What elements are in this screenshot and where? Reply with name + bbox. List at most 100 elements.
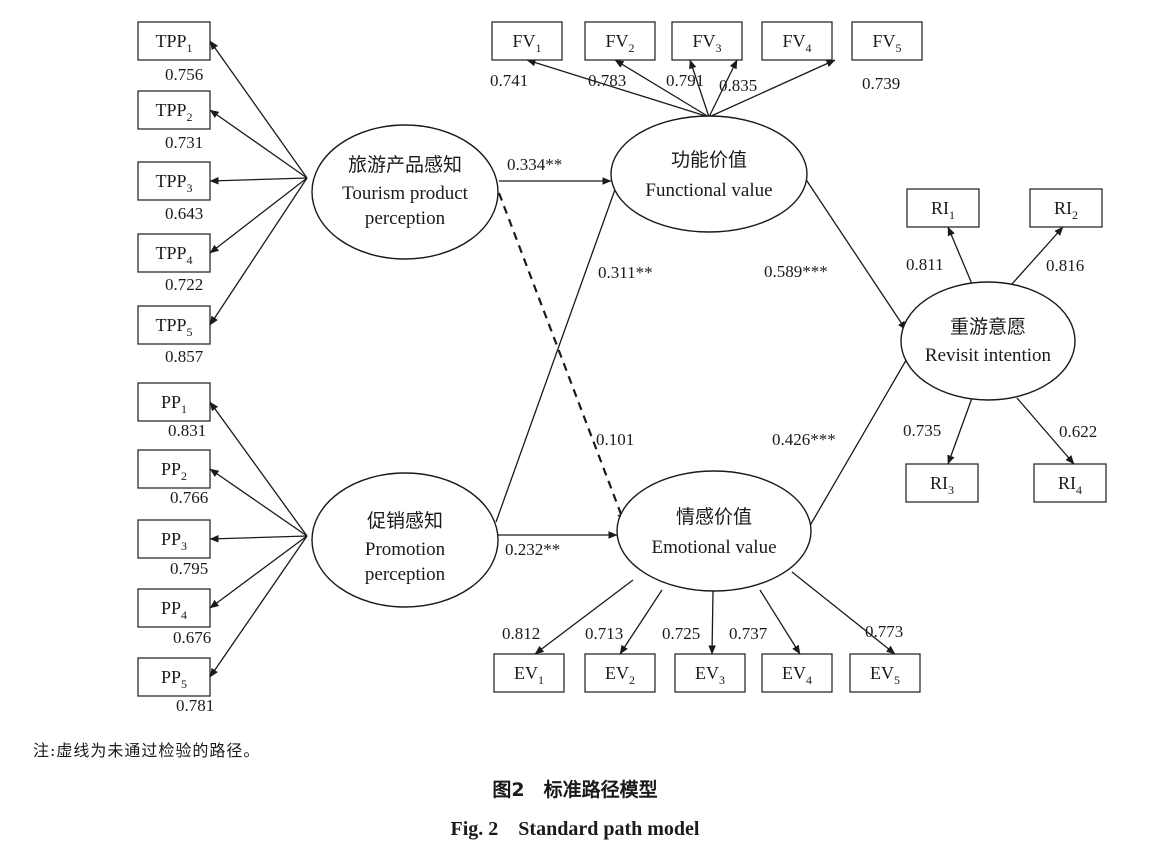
loading-value-tpp-2: 0.731 bbox=[165, 133, 203, 152]
caption-en: Fig. 2 Standard path model bbox=[450, 818, 700, 840]
loading-value-fv-3: 0.791 bbox=[666, 71, 704, 90]
indicator-subscript: 1 bbox=[187, 41, 193, 55]
loading-value-ev-1: 0.812 bbox=[502, 624, 540, 643]
latent-en-label: Emotional value bbox=[651, 537, 776, 558]
indicator-rect bbox=[137, 21, 211, 61]
latent-ellipse-fv bbox=[610, 115, 808, 233]
latent-en-label-line2: perception bbox=[365, 208, 446, 229]
indicator-rect bbox=[851, 21, 923, 61]
indicator-label: EV1 bbox=[514, 663, 544, 687]
loading-value-pp-1: 0.831 bbox=[168, 421, 206, 440]
latent-emotional-value: 情感价值 Emotional value bbox=[616, 470, 812, 592]
path-arrow-pp-fv bbox=[495, 169, 623, 523]
indicator-subscript: 3 bbox=[187, 181, 193, 195]
indicator-label: FV5 bbox=[872, 31, 901, 55]
indicator-base: PP bbox=[161, 459, 181, 479]
loading-arrow-tpp-3 bbox=[209, 176, 308, 185]
indicator-label: EV2 bbox=[605, 663, 635, 687]
indicator-base: FV bbox=[512, 31, 535, 51]
latent-en-label: Tourism product bbox=[342, 183, 469, 204]
loading-arrow-pp-5 bbox=[209, 535, 308, 678]
loading-arrow-pp-3 bbox=[209, 534, 308, 543]
indicator-rect bbox=[1033, 463, 1107, 503]
indicator-box-tpp-3: TPP3 bbox=[137, 161, 211, 201]
indicator-rect bbox=[493, 653, 565, 693]
indicator-box-fv-5: FV5 bbox=[851, 21, 923, 61]
indicator-subscript: 3 bbox=[716, 41, 722, 55]
indicator-box-pp-1: PP1 bbox=[137, 382, 211, 422]
indicator-label: TPP4 bbox=[155, 243, 192, 267]
indicator-rect bbox=[761, 653, 833, 693]
indicator-base: PP bbox=[161, 598, 181, 618]
loading-arrow-tpp-2 bbox=[209, 109, 308, 179]
indicator-base: TPP bbox=[155, 315, 186, 335]
indicator-label: FV2 bbox=[605, 31, 634, 55]
path-arrow-fv-ri bbox=[800, 171, 907, 331]
indicator-label: EV4 bbox=[782, 663, 812, 687]
latent-variables-layer: 旅游产品感知 Tourism product perception 促销感知 P… bbox=[311, 115, 1076, 608]
indicator-rect bbox=[137, 305, 211, 345]
indicator-base: TPP bbox=[155, 171, 186, 191]
indicator-rect bbox=[584, 21, 656, 61]
indicator-box-tpp-4: TPP4 bbox=[137, 233, 211, 273]
indicator-base: EV bbox=[695, 663, 719, 683]
latent-en-label: Promotion bbox=[365, 539, 446, 560]
loading-value-pp-3: 0.795 bbox=[170, 559, 208, 578]
indicator-subscript: 1 bbox=[536, 41, 542, 55]
indicator-label: PP2 bbox=[161, 459, 187, 483]
indicator-base: PP bbox=[161, 392, 181, 412]
loading-value-ri-1: 0.811 bbox=[906, 255, 944, 274]
indicator-rect bbox=[1029, 188, 1103, 228]
indicator-rect bbox=[137, 519, 211, 559]
loading-arrow-ev-1 bbox=[534, 579, 634, 655]
loading-arrow-fv-4 bbox=[708, 59, 738, 118]
loading-value-ev-5: 0.773 bbox=[865, 622, 903, 641]
loading-value-fv-4: 0.835 bbox=[719, 76, 757, 95]
indicator-rect bbox=[137, 657, 211, 697]
latent-cn-label: 功能价值 bbox=[671, 149, 747, 171]
indicator-rect bbox=[584, 653, 656, 693]
loading-value-pp-4: 0.676 bbox=[173, 628, 211, 647]
indicator-rect bbox=[674, 653, 746, 693]
indicator-base: EV bbox=[605, 663, 629, 683]
indicator-subscript: 4 bbox=[187, 253, 193, 267]
indicator-rect bbox=[137, 588, 211, 628]
edges-layer bbox=[209, 40, 1075, 678]
path-coefficient-tpp-fv: 0.334** bbox=[507, 155, 562, 174]
indicator-label: TPP1 bbox=[155, 31, 192, 55]
latent-ellipse-ev bbox=[616, 470, 812, 592]
indicator-label: PP3 bbox=[161, 529, 187, 553]
indicator-subscript: 3 bbox=[181, 539, 187, 553]
latent-ellipse-pp bbox=[311, 472, 499, 608]
indicator-rect bbox=[137, 382, 211, 422]
path-arrow-ev-ri bbox=[807, 349, 913, 530]
indicator-box-ev-2: EV2 bbox=[584, 653, 656, 693]
indicator-base: FV bbox=[782, 31, 805, 51]
indicator-base: TPP bbox=[155, 100, 186, 120]
indicator-base: EV bbox=[870, 663, 894, 683]
loading-value-tpp-3: 0.643 bbox=[165, 204, 203, 223]
indicator-base: TPP bbox=[155, 243, 186, 263]
indicator-subscript: 2 bbox=[1072, 208, 1078, 222]
path-coefficient-fv-ri: 0.589*** bbox=[764, 262, 828, 281]
loading-arrow-ri-3 bbox=[947, 397, 973, 465]
indicator-label: PP1 bbox=[161, 392, 187, 416]
loading-value-fv-5: 0.739 bbox=[862, 74, 900, 93]
indicator-subscript: 3 bbox=[719, 673, 725, 687]
loading-arrow-pp-4 bbox=[209, 535, 308, 609]
indicator-box-ri-4: RI4 bbox=[1033, 463, 1107, 503]
indicator-subscript: 4 bbox=[181, 608, 187, 622]
path-model-diagram: 旅游产品感知 Tourism product perception 促销感知 P… bbox=[137, 21, 1107, 715]
indicator-base: FV bbox=[605, 31, 628, 51]
indicator-box-ev-1: EV1 bbox=[493, 653, 565, 693]
indicator-base: PP bbox=[161, 667, 181, 687]
indicator-base: EV bbox=[782, 663, 806, 683]
indicator-base: TPP bbox=[155, 31, 186, 51]
indicator-rect bbox=[906, 188, 980, 228]
indicator-base: RI bbox=[1058, 473, 1076, 493]
indicator-subscript: 4 bbox=[806, 673, 812, 687]
loading-value-ri-4: 0.622 bbox=[1059, 422, 1097, 441]
loading-arrow-ev-2 bbox=[619, 589, 663, 655]
indicator-rect bbox=[671, 21, 743, 61]
